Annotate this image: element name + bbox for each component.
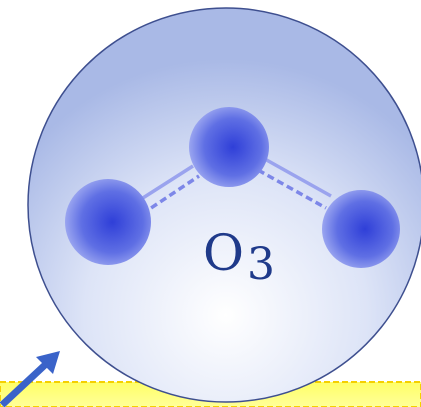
oxygen-atom-left — [65, 179, 151, 265]
oxygen-atom-top — [189, 107, 269, 187]
formula-subscript: 3 — [247, 239, 275, 290]
bonds — [134, 156, 332, 216]
formula-symbol: O — [203, 224, 244, 282]
oxygen-atom-right — [322, 190, 400, 268]
bond-left — [134, 164, 200, 216]
molecule-sphere — [27, 7, 421, 403]
arrow-up-right-icon — [0, 351, 60, 407]
formula-label: O3 — [203, 224, 275, 290]
bond-right — [257, 156, 332, 210]
